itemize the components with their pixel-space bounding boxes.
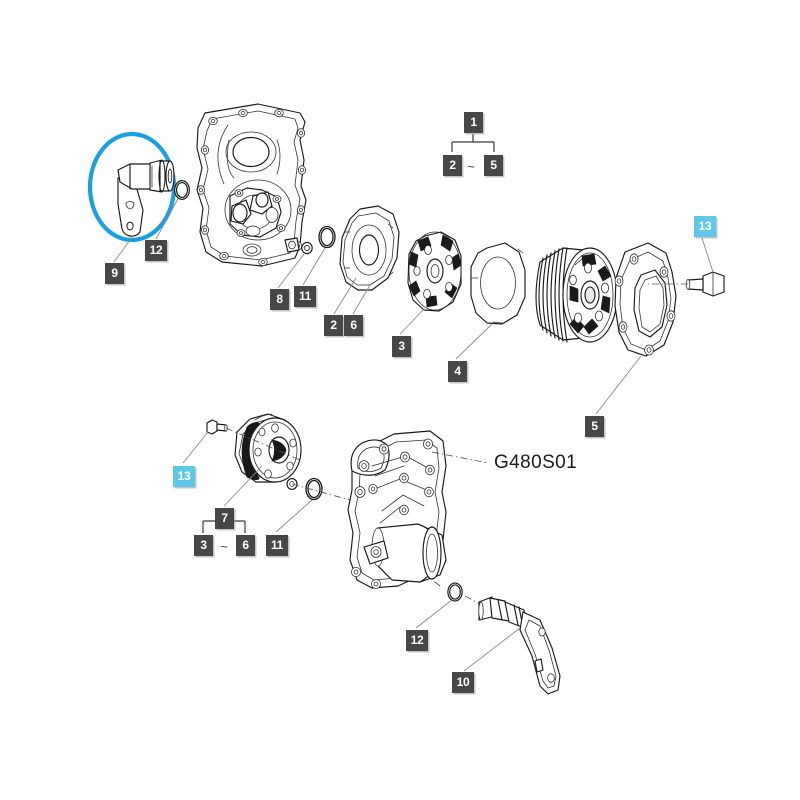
part-label-3-group[interactable]: 3 xyxy=(194,535,213,556)
part-label-8[interactable]: 8 xyxy=(270,289,289,310)
leader-4 xyxy=(455,323,493,360)
highlight-ellipse xyxy=(87,131,177,243)
leader-12-bottom xyxy=(415,599,453,629)
part-label-12-bottom[interactable]: 12 xyxy=(406,630,428,651)
gear-housing-upper xyxy=(196,103,307,267)
part-2-pump-cover xyxy=(339,205,400,291)
part-8-small-ring xyxy=(301,241,313,255)
part-4-backplate-gasket xyxy=(470,242,526,325)
part-10-shaft-lever xyxy=(478,596,561,695)
part-label-13-mid[interactable]: 13 xyxy=(173,466,195,487)
centerline-oring-neck xyxy=(429,577,441,587)
leader-8 xyxy=(277,253,305,289)
leader-13-mid xyxy=(182,431,209,464)
leader-6 xyxy=(352,284,371,315)
part-label-11-top[interactable]: 11 xyxy=(294,286,316,307)
part-5-mounting-flange xyxy=(614,242,677,357)
reference-code: G480S01 xyxy=(494,452,578,473)
part-label-9[interactable]: 9 xyxy=(105,263,124,284)
centerline-bolt-hub xyxy=(225,427,301,461)
part-3-impeller xyxy=(407,231,462,312)
part-11-o-ring-mid xyxy=(305,477,323,501)
leader-5 xyxy=(595,355,642,415)
part-label-7[interactable]: 7 xyxy=(215,508,234,529)
centerline-oring-shaft xyxy=(464,595,481,605)
leader-3 xyxy=(399,308,425,335)
part-label-1[interactable]: 1 xyxy=(464,112,483,133)
leader-7 xyxy=(223,465,263,507)
leader-12-top xyxy=(155,194,181,240)
tilde-mid: ~ xyxy=(220,539,228,554)
part-label-13-top[interactable]: 13 xyxy=(694,216,716,237)
part-9-bracket-pin-lever xyxy=(117,159,175,237)
leader-11-top xyxy=(302,247,326,286)
leader-2 xyxy=(333,277,357,315)
leader-10 xyxy=(463,627,521,672)
centerline-ring-housing xyxy=(291,483,351,501)
tilde-top: ~ xyxy=(467,159,475,174)
leader-9 xyxy=(113,235,134,263)
part-label-2-group[interactable]: 2 xyxy=(443,155,462,176)
part-label-4[interactable]: 4 xyxy=(448,361,467,382)
part-label-6-group[interactable]: 6 xyxy=(236,535,255,556)
part-label-6[interactable]: 6 xyxy=(344,315,363,336)
part-12-o-ring-top xyxy=(174,180,190,200)
part-7-bearing-hub xyxy=(234,413,302,483)
bracket-group-1 xyxy=(451,134,495,152)
part-11-o-ring-top xyxy=(318,225,336,249)
part-12-o-ring-bottom xyxy=(447,582,463,602)
leader-reference-code xyxy=(431,451,489,464)
part-label-2[interactable]: 2 xyxy=(324,315,343,336)
part-13-hex-bolt-top xyxy=(685,271,725,297)
part-label-10[interactable]: 10 xyxy=(452,672,474,693)
part-label-3[interactable]: 3 xyxy=(392,336,411,357)
leader-13-top xyxy=(701,237,714,273)
part-13-hex-bolt-mid xyxy=(206,419,228,435)
leader-11-mid xyxy=(275,499,313,533)
part-label-11-mid[interactable]: 11 xyxy=(266,535,288,556)
serpentine-pulley xyxy=(535,247,618,343)
part-label-5-group[interactable]: 5 xyxy=(484,155,503,176)
pump-housing-main xyxy=(347,430,447,589)
part-label-5[interactable]: 5 xyxy=(585,416,604,437)
part-label-12-top[interactable]: 12 xyxy=(145,240,167,261)
